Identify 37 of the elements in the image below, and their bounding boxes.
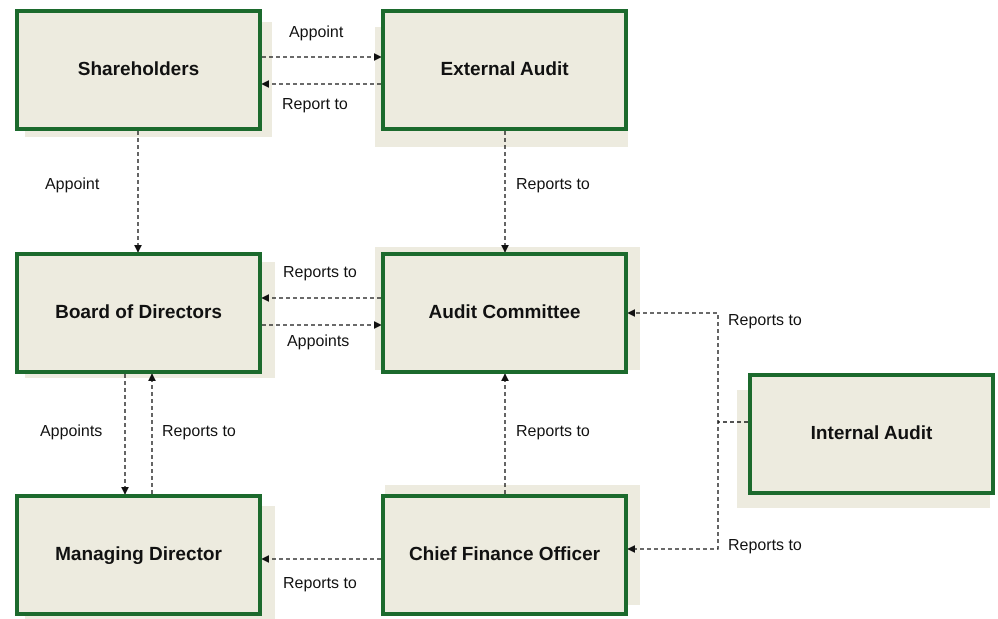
- edge-label: Appoint: [289, 24, 344, 42]
- dashed-arrow: [627, 421, 748, 553]
- org-box: [381, 9, 628, 131]
- dashed-arrow: [262, 321, 382, 329]
- edge-label: Reports to: [162, 423, 236, 441]
- box-title: External Audit: [439, 58, 570, 82]
- org-box: [15, 494, 262, 616]
- dashed-arrow: [261, 294, 381, 302]
- edge-label: Reports to: [728, 537, 802, 555]
- org-box: [381, 252, 628, 374]
- edge-label: Reports to: [516, 176, 590, 194]
- edge-label: Reports to: [728, 312, 802, 330]
- edge-label: Reports to: [516, 423, 590, 441]
- edge-label: Reports to: [283, 264, 357, 282]
- dashed-arrow: [121, 374, 129, 495]
- box-title: Internal Audit: [810, 422, 934, 446]
- dashed-arrow: [262, 53, 382, 61]
- dashed-arrow: [261, 555, 381, 563]
- org-box: [15, 9, 262, 131]
- dashed-arrow: [261, 80, 381, 88]
- edge-label: Report to: [282, 96, 348, 114]
- dashed-arrow: [134, 131, 142, 253]
- box-title: Audit Committee: [428, 301, 582, 326]
- box-title: Managing Director: [54, 543, 223, 568]
- edge-label: Reports to: [283, 575, 357, 593]
- org-box: [15, 252, 262, 374]
- box-title: Shareholders: [76, 58, 200, 82]
- box-title: Chief Finance Officer: [408, 543, 602, 568]
- dashed-arrow: [148, 373, 156, 494]
- edge-label: Appoints: [287, 333, 350, 351]
- edge-label: Appoints: [40, 423, 102, 441]
- dashed-arrow: [501, 373, 509, 494]
- edge-label: Appoint: [45, 176, 100, 194]
- dashed-arrow: [501, 131, 509, 253]
- box-title: Board of Directors: [54, 301, 223, 326]
- org-box: [381, 494, 628, 616]
- org-box: [748, 373, 995, 495]
